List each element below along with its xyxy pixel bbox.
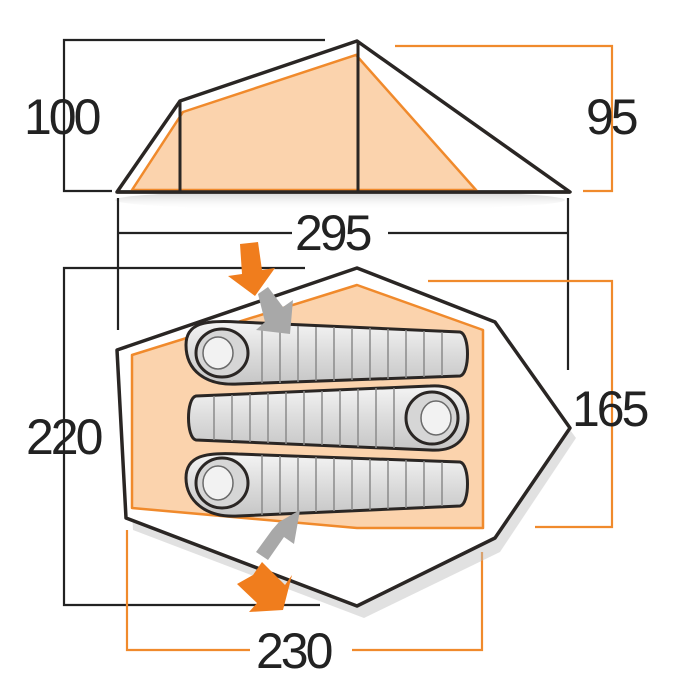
dimension-line-inner-width [428, 279, 614, 529]
sleeping-bag-top [184, 320, 469, 386]
entrance-arrow-icon [237, 562, 292, 612]
dimension-line-height-left [62, 38, 325, 193]
label-height-left: 100 [24, 89, 100, 145]
sleeping-bag-bottom [184, 452, 469, 518]
label-inner-width: 165 [572, 381, 648, 437]
sleeping-bag-middle [187, 384, 470, 452]
entrance-arrow-icon [228, 242, 275, 296]
top-view: 220 165 230 [26, 242, 651, 679]
sleeping-bag-icon [187, 384, 470, 452]
side-shadow [115, 190, 565, 210]
entrance-arrow-top [228, 242, 293, 334]
entrance-arrow-bottom [237, 510, 300, 612]
dimension-line-inner-length-left [125, 530, 250, 652]
entrance-arrow-icon [256, 287, 293, 334]
label-inner-length: 230 [256, 623, 332, 679]
entrance-arrow-icon [256, 510, 300, 560]
sleeping-bag-icon [184, 320, 469, 386]
dimension-line-inner-length-right [352, 552, 484, 652]
dimension-line-height-right [395, 44, 614, 193]
overall-length-dimension: 295 [116, 198, 570, 370]
side-view: 100 95 [24, 38, 640, 210]
label-floor-width: 220 [26, 409, 102, 465]
dimension-line-floor-width [62, 266, 320, 607]
sleeping-bag-icon [184, 452, 469, 518]
tent-side-inner [129, 53, 479, 192]
label-height-right: 95 [586, 89, 637, 145]
label-overall-length: 295 [295, 205, 371, 261]
